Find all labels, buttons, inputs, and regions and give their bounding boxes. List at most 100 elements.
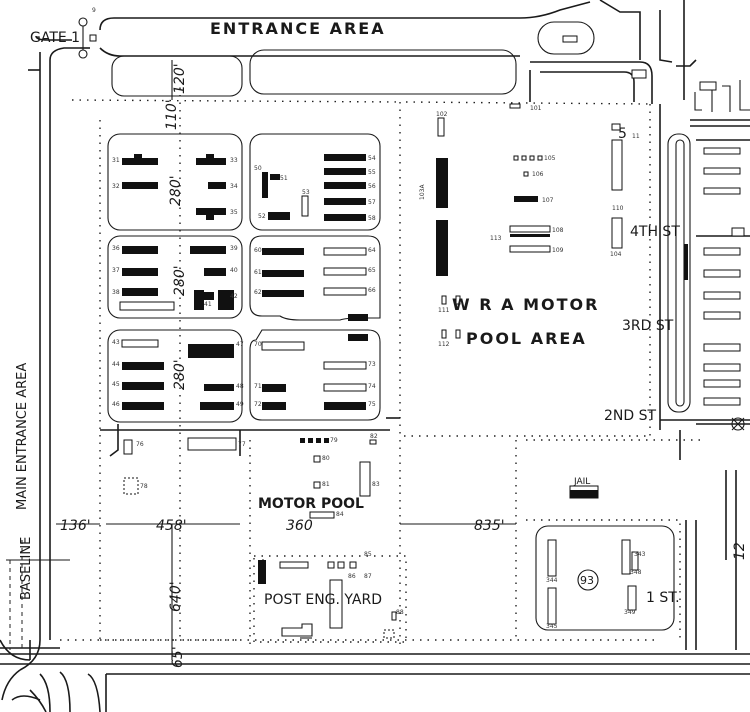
entrance-area-label: ENTRANCE AREA (210, 19, 386, 38)
svg-text:343: 343 (634, 551, 646, 558)
svg-text:42: 42 (230, 293, 238, 300)
svg-text:51: 51 (280, 175, 288, 182)
svg-text:80: 80 (322, 455, 330, 462)
svg-text:33: 33 (230, 157, 238, 164)
svg-text:50: 50 (254, 165, 262, 172)
svg-text:56: 56 (368, 183, 376, 190)
svg-text:55: 55 (368, 169, 376, 176)
svg-text:46: 46 (112, 401, 120, 408)
street-3rd-label: 3RD ST (622, 318, 674, 334)
buildings-row1 (122, 154, 366, 221)
svg-text:32: 32 (112, 183, 120, 190)
svg-text:108: 108 (552, 227, 564, 234)
svg-text:82: 82 (370, 433, 378, 440)
street-5th-label: 5 (618, 126, 627, 142)
svg-text:103A: 103A (419, 184, 426, 200)
camp-blocks (100, 133, 400, 457)
svg-text:43: 43 (112, 339, 120, 346)
buildings-row3 (121, 334, 368, 410)
svg-text:83: 83 (372, 481, 380, 488)
svg-text:86: 86 (348, 573, 356, 580)
svg-text:78: 78 (140, 483, 148, 490)
svg-text:37: 37 (112, 267, 120, 274)
building-numbers: 102 103A 105 106 107 108 109 110 111 112… (92, 7, 646, 630)
svg-text:9: 9 (92, 7, 96, 14)
svg-text:88: 88 (396, 609, 404, 616)
svg-text:105: 105 (544, 155, 556, 162)
motor-pool-label: MOTOR POOL (258, 496, 364, 512)
dimension-280-row2: 280' (172, 265, 188, 296)
svg-text:36: 36 (112, 245, 120, 252)
pool-area-label: POOL AREA (466, 329, 587, 348)
svg-text:71: 71 (254, 383, 262, 390)
svg-text:81: 81 (322, 481, 330, 488)
buildings-row2 (119, 246, 368, 321)
svg-text:70: 70 (254, 341, 262, 348)
svg-text:113: 113 (490, 235, 502, 242)
svg-text:31: 31 (112, 157, 120, 164)
svg-text:79: 79 (330, 437, 338, 444)
svg-text:84: 84 (336, 511, 344, 518)
gate-marker: GATE 1 (30, 17, 97, 59)
svg-text:106: 106 (532, 171, 544, 178)
east-streets (659, 104, 750, 460)
dimension-12: 12 (732, 542, 748, 560)
entrance-blocks (111, 0, 750, 112)
svg-text:64: 64 (368, 247, 376, 254)
svg-text:45: 45 (112, 381, 120, 388)
svg-text:73: 73 (368, 361, 376, 368)
wra-motor-pool-buildings (436, 103, 623, 339)
svg-text:111: 111 (438, 307, 450, 314)
svg-text:66: 66 (368, 287, 376, 294)
dimension-136: 136' (60, 518, 91, 534)
svg-text:57: 57 (368, 199, 376, 206)
svg-text:75: 75 (368, 401, 376, 408)
dimension-110: 110' (164, 99, 180, 130)
svg-text:348: 348 (630, 569, 642, 576)
svg-text:344: 344 (546, 577, 558, 584)
circle-tag-label: 93 (580, 574, 594, 587)
wra-motor-label: W R A MOTOR (452, 295, 599, 314)
svg-text:77: 77 (238, 441, 246, 448)
svg-text:87: 87 (364, 573, 372, 580)
dimension-280-row3: 280' (172, 359, 188, 390)
svg-text:112: 112 (438, 341, 450, 348)
svg-text:65: 65 (368, 267, 376, 274)
svg-text:107: 107 (542, 197, 554, 204)
svg-text:34: 34 (230, 183, 238, 190)
svg-text:102: 102 (436, 111, 448, 118)
svg-text:85: 85 (364, 551, 372, 558)
svg-text:40: 40 (230, 267, 238, 274)
svg-text:109: 109 (552, 247, 564, 254)
svg-text:76: 76 (136, 441, 144, 448)
baseline-label: BASELINE (19, 537, 34, 600)
dimension-65: 65' (170, 646, 186, 668)
svg-text:110: 110 (612, 205, 624, 212)
svg-text:62: 62 (254, 289, 262, 296)
svg-text:72: 72 (254, 401, 262, 408)
svg-text:61: 61 (254, 269, 262, 276)
dimension-640: 640' (168, 581, 184, 612)
svg-text:53: 53 (302, 189, 310, 196)
dimension-835: 835' (474, 518, 505, 534)
svg-text:38: 38 (112, 289, 120, 296)
svg-text:101: 101 (530, 105, 542, 112)
svg-text:58: 58 (368, 215, 376, 222)
svg-text:47: 47 (236, 341, 244, 348)
dimension-lines (6, 60, 516, 660)
jail-label: JAIL (573, 477, 590, 487)
post-eng-yard (253, 555, 407, 643)
svg-text:345: 345 (546, 623, 558, 630)
svg-text:41: 41 (204, 301, 212, 308)
svg-text:54: 54 (368, 155, 376, 162)
dimension-458: 458' (156, 518, 187, 534)
post-eng-yard-label: POST ENG. YARD (264, 592, 382, 608)
street-2nd-label: 2ND ST (604, 408, 656, 424)
svg-text:11: 11 (632, 133, 640, 140)
buildings-lower (123, 437, 377, 585)
svg-text:52: 52 (258, 213, 266, 220)
svg-text:349: 349 (624, 609, 636, 616)
